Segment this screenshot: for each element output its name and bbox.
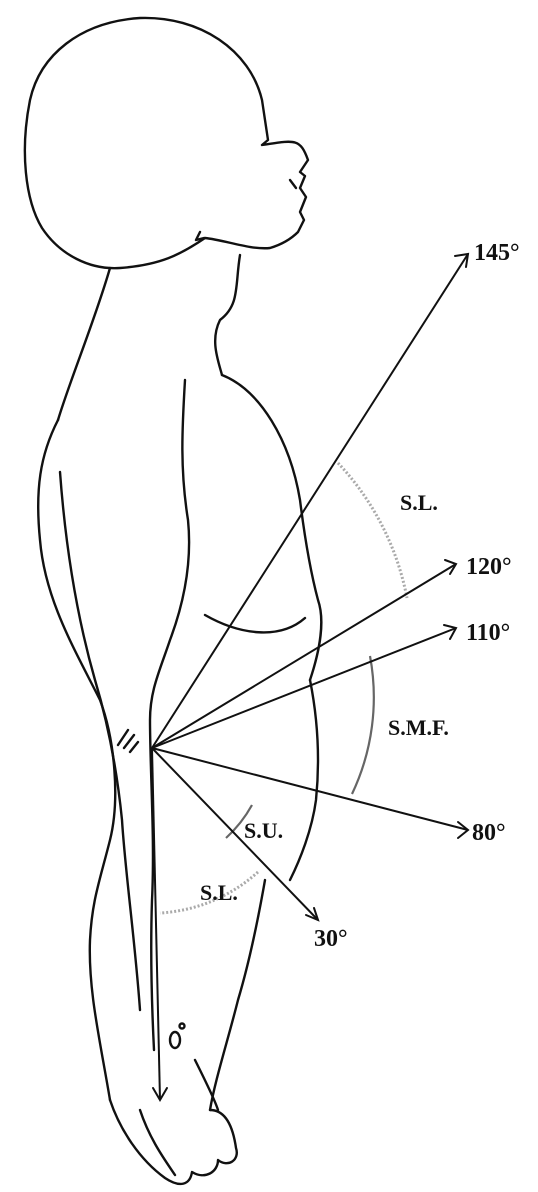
ear-detail [196, 232, 204, 240]
torso-front-lower [290, 680, 318, 880]
wrist-bone [170, 1032, 180, 1048]
head-outline [25, 18, 308, 268]
breast-curve [205, 615, 305, 632]
label-sl-upper: S.L. [400, 490, 438, 515]
nose-detail [290, 180, 296, 188]
back-contour [38, 420, 115, 1100]
neck-back [58, 268, 110, 420]
arc-sl-upper [338, 463, 407, 598]
arc-smf [352, 656, 374, 794]
neck-front [215, 255, 240, 375]
ray-80 [152, 748, 468, 830]
label-30: 30° [314, 926, 348, 952]
label-110: 110° [466, 620, 510, 646]
label-su: S.U. [244, 818, 283, 843]
label-80: 80° [472, 820, 506, 846]
elbow-detail [118, 730, 138, 752]
label-120: 120° [466, 554, 512, 580]
label-sl-lower: S.L. [200, 880, 238, 905]
label-145: 145° [474, 240, 520, 266]
wrist-dot [180, 1024, 185, 1029]
human-figure-outline [25, 18, 321, 1184]
chest-contour [222, 375, 321, 680]
finger-line [140, 1110, 175, 1175]
forearm-outer [210, 880, 265, 1110]
label-smf: S.M.F. [388, 715, 449, 740]
